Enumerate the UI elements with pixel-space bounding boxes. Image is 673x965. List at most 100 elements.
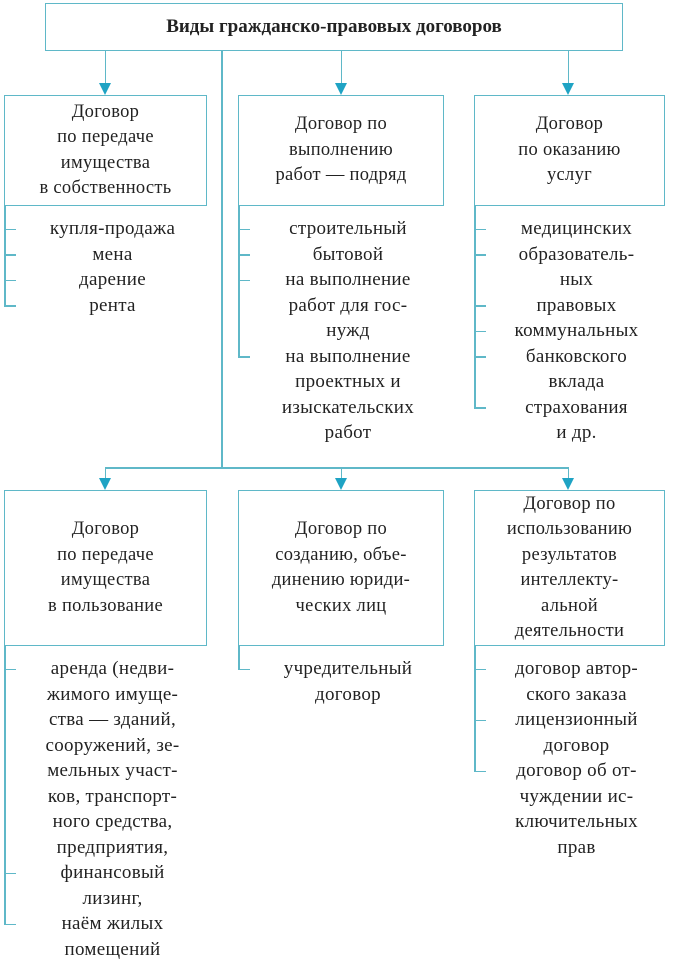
list-tick: [4, 668, 16, 671]
box-title-line: ческих лиц: [295, 595, 387, 616]
box-title-line: результатов: [521, 544, 618, 565]
subtype-line: лицензионный: [515, 709, 638, 730]
subtype-item: договор автор-ского заказа: [486, 656, 667, 707]
subtype-item: рента: [16, 293, 209, 319]
list-tick: [4, 872, 16, 875]
list-tick: [238, 254, 250, 256]
subtype-line: коммунальных: [514, 320, 639, 341]
subtype-line: проектных и: [295, 371, 401, 392]
subtype-line: работ для гос-: [288, 294, 408, 316]
connector-line: [340, 467, 342, 480]
box-title-line: Договор по: [523, 493, 616, 514]
list-tick: [474, 330, 486, 333]
subtype-item: строительный: [250, 216, 446, 242]
subtype-line: мена: [92, 243, 133, 265]
box-title-line: альной: [541, 595, 598, 616]
subtype-item: бытовой: [250, 242, 446, 268]
subtypes-list: аренда (недви-жимого имуще-ства — зданий…: [16, 656, 209, 962]
subtype-item: банковского вклада: [486, 344, 667, 395]
subtype-line: чуждении ис-: [519, 785, 634, 807]
subtype-line: прав: [557, 836, 596, 858]
list-tick: [474, 305, 486, 307]
connector-line: [104, 467, 106, 480]
arrow-down-icon: [562, 83, 574, 95]
list-tick: [4, 923, 16, 926]
subtype-line: работ: [324, 422, 372, 443]
subtype-line: лизинг,: [82, 887, 143, 909]
subtype-line: финансовый: [60, 862, 165, 883]
subtype-line: рента: [89, 294, 136, 316]
list-tick: [238, 279, 250, 282]
box-title-line: Договор по: [294, 519, 388, 539]
connector-line: [104, 50, 106, 85]
subtype-line: аренда (недви-: [50, 658, 175, 679]
subtype-item: коммунальных: [486, 318, 667, 344]
subtypes-list: медицинских образователь-ных правовых комму…: [486, 216, 667, 446]
subtype-line: правовых: [536, 294, 617, 316]
subtype-line: договор автор-: [514, 658, 639, 679]
list-tick: [4, 305, 16, 307]
subtype-item: купля-продажа: [16, 216, 209, 242]
subtype-line: на выполнение: [285, 269, 411, 290]
subtype-item: правовых: [486, 293, 667, 319]
subtypes-list: учредительный договор: [250, 656, 446, 707]
list-tick: [238, 356, 250, 358]
subtype-line: купля-продажа: [49, 218, 176, 239]
subtype-line: ных: [559, 269, 594, 290]
box-title-line: по передаче: [57, 127, 154, 147]
list-bracket-line: [4, 206, 6, 307]
title-text: Виды гражданско-правовых договоров: [166, 16, 502, 37]
box-title-line: по оказанию: [518, 139, 621, 160]
subtype-line: жимого имуще-: [46, 683, 179, 705]
list-bracket-line: [4, 646, 6, 925]
connector-line: [340, 50, 342, 85]
subtype-line: медицинских: [520, 218, 633, 239]
box-title-line: созданию, объе-: [275, 544, 407, 565]
box-title-line: услуг: [546, 165, 593, 186]
subtype-line: договор: [315, 683, 381, 705]
subtype-line: образователь-: [518, 243, 635, 265]
subtype-item: мена: [16, 242, 209, 268]
subtype-line: страхования: [525, 396, 628, 418]
arrow-down-icon: [562, 478, 574, 490]
subtype-line: учредительный: [283, 658, 413, 679]
list-tick: [474, 719, 486, 722]
box-title-line: выполнению: [288, 139, 394, 160]
arrow-down-icon: [99, 478, 111, 490]
arrow-down-icon: [335, 478, 347, 490]
list-tick: [4, 254, 16, 256]
subtype-line: вклада: [548, 371, 605, 392]
subtype-line: помещений: [64, 938, 161, 960]
arrow-down-icon: [335, 83, 347, 95]
box-title-line: деятельности: [514, 621, 625, 641]
list-tick: [474, 407, 486, 409]
branch-line: [105, 467, 569, 469]
subtype-item: наём жилых помещений: [16, 911, 209, 962]
subtype-line: банковского: [525, 345, 628, 367]
list-bracket-line: [238, 646, 240, 670]
trunk-line: [221, 50, 223, 468]
list-tick: [474, 228, 486, 231]
subtype-line: предприятия,: [56, 836, 169, 858]
box-title-line: Договор по: [294, 114, 388, 135]
connector-line: [567, 467, 569, 480]
list-tick: [238, 228, 250, 231]
box-title-line: Договор: [71, 519, 140, 539]
subtype-item: учредительный договор: [250, 656, 446, 707]
list-bracket-line: [474, 206, 476, 409]
box-title-line: имущества: [60, 152, 151, 173]
list-tick: [474, 356, 486, 358]
list-tick: [4, 228, 16, 231]
list-tick: [474, 668, 486, 671]
subtype-line: наём жилых: [61, 913, 164, 934]
